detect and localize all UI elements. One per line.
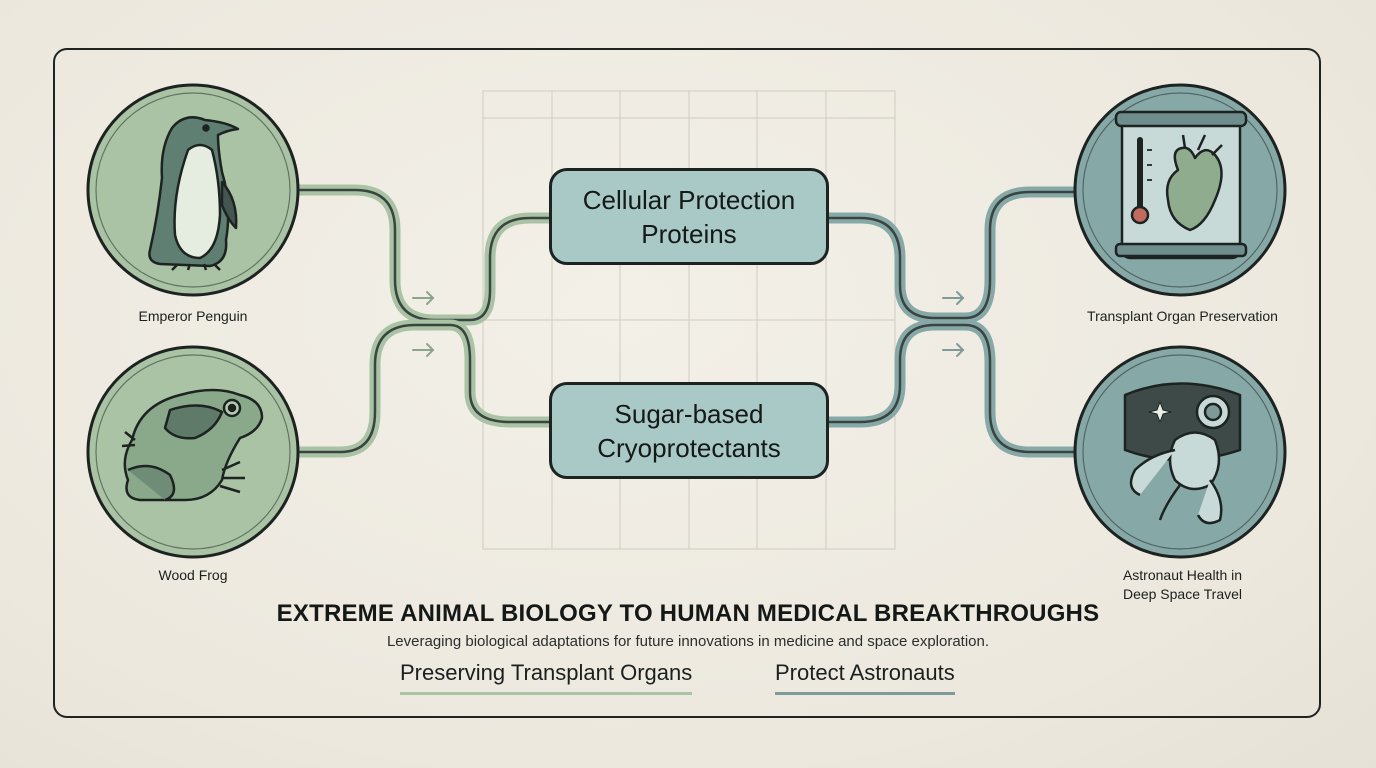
right-connectors: [820, 186, 1094, 458]
flow-arrows: [412, 291, 965, 357]
footer-astronauts-label: Protect Astronauts: [775, 660, 955, 695]
proteins-connector: [820, 186, 1094, 324]
organ-label: Transplant Organ Preservation: [1087, 308, 1278, 324]
cellular-proteins-box: Cellular Protection Proteins: [549, 168, 829, 265]
arrow-icon: [942, 343, 965, 357]
subtitle: Leveraging biological adaptations for fu…: [386, 633, 990, 650]
penguin-node: [86, 83, 300, 297]
penguin-icon: [148, 116, 240, 271]
astronaut-label: Astronaut Health in Deep Space Travel: [1122, 567, 1243, 602]
arrow-icon: [412, 291, 435, 305]
sugar-cryoprotectants-box: Sugar-based Cryoprotectants: [549, 382, 829, 479]
outer-frame: [53, 48, 1321, 718]
frog-connector: [294, 319, 558, 458]
astronaut-node: [1073, 345, 1287, 559]
sugar-cryoprotectants-label: Sugar-based Cryoprotectants: [597, 398, 781, 463]
frog-node: [86, 345, 300, 559]
left-connectors: [294, 184, 558, 458]
frog-label: Wood Frog: [158, 567, 228, 583]
footer-organs-label: Preserving Transplant Organs: [400, 660, 693, 695]
cellular-proteins-label: Cellular Protection Proteins: [582, 184, 796, 249]
penguin-label: Emperor Penguin: [138, 308, 248, 324]
arrow-icon: [412, 343, 435, 357]
heart-in-chamber-icon: [1114, 110, 1248, 260]
penguin-connector: [294, 184, 558, 326]
arrow-icon: [942, 291, 965, 305]
background-grid: [482, 90, 896, 550]
astronaut-icon: [1123, 382, 1242, 525]
organ-node: [1073, 83, 1287, 297]
frog-icon: [121, 388, 264, 502]
main-title: EXTREME ANIMAL BIOLOGY TO HUMAN MEDICAL …: [276, 600, 1100, 627]
